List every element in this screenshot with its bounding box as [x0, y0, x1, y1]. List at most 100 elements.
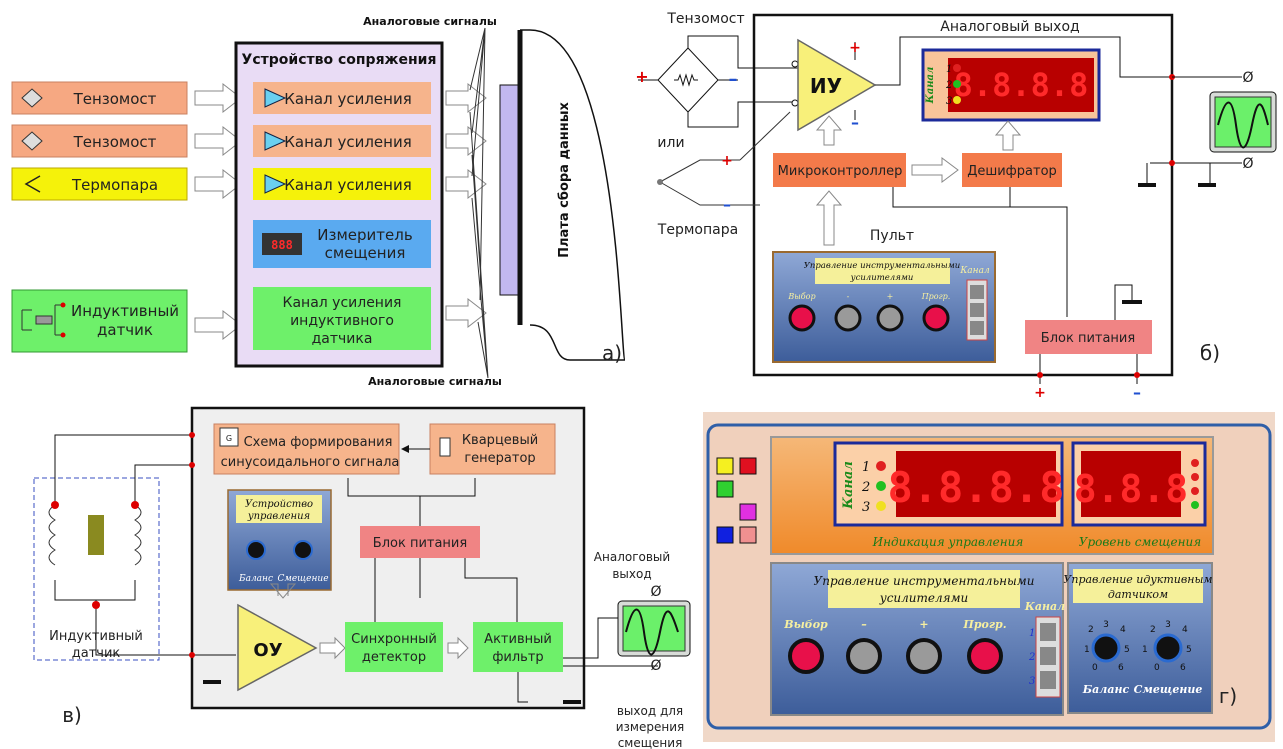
active-filter: [473, 622, 563, 672]
ground-icon: [1138, 183, 1156, 187]
hollow-arrow: [815, 115, 843, 146]
bridge-wires: [638, 35, 798, 128]
balance-knob[interactable]: [246, 540, 266, 560]
output-wire: [875, 36, 1180, 86]
channel-num: 3: [1029, 676, 1035, 687]
or-label: или: [657, 135, 684, 151]
terminal-dot: [60, 302, 66, 308]
coil-icon: [134, 504, 142, 566]
sensor-wires: [54, 434, 236, 656]
status-square: [739, 503, 757, 521]
channel-num: 2: [861, 480, 870, 495]
program-button[interactable]: [922, 304, 950, 332]
core-icon: [88, 515, 104, 555]
panel-g: 8.8.8.8 Канал 1 2 3 Индикация управления…: [703, 412, 1275, 742]
terminal-dot: [189, 432, 195, 438]
status-square: [716, 526, 734, 544]
power-label: Блок питания: [373, 536, 467, 551]
channel-key[interactable]: [1040, 671, 1056, 689]
hollow-arrow: [445, 125, 487, 157]
terminal-dot: [131, 501, 139, 509]
console-title: усилителями: [850, 273, 914, 283]
minus-button[interactable]: [834, 304, 862, 332]
meter-display-icon: [262, 233, 302, 255]
channel-key[interactable]: [970, 303, 984, 317]
channel-key[interactable]: [970, 321, 984, 335]
control-title: Устройство: [245, 499, 313, 510]
channel-num: 2: [945, 80, 952, 91]
sine-icon: [219, 427, 239, 447]
svg-text:4: 4: [1182, 625, 1188, 635]
channel-led: [953, 80, 961, 88]
bias-led: [1191, 501, 1199, 509]
daq-outline: [520, 29, 626, 361]
leader-lines: [469, 27, 486, 301]
minus-button[interactable]: [846, 638, 882, 674]
terminal-dot: [1037, 372, 1043, 378]
terminal-dot: [51, 501, 59, 509]
svg-text:6: 6: [1180, 663, 1186, 673]
svg-text:2: 2: [1150, 625, 1156, 635]
bias-out-label: измерения: [616, 720, 684, 734]
power-ground-wire: [1114, 284, 1133, 320]
seven-seg-display: [896, 451, 1056, 517]
control-title: управления: [247, 511, 310, 522]
terminal-dot: [189, 462, 195, 468]
terminal-dot: [92, 601, 100, 609]
sensor-thermo: [11, 167, 188, 201]
minus-sign: –: [851, 113, 859, 132]
bias-led: [1191, 459, 1199, 467]
bias-knob[interactable]: [1153, 633, 1183, 663]
channel-key[interactable]: [1040, 647, 1056, 665]
power-label: Блок питания: [1041, 331, 1135, 346]
channel-num: 3: [946, 96, 952, 107]
terminal-symbol: Ø: [650, 584, 661, 600]
bias-out-label: смещения: [618, 736, 683, 749]
terminal-symbol: Ø: [650, 658, 661, 674]
power-wires: [347, 478, 518, 623]
decoder-block: [962, 153, 1062, 187]
channel-key[interactable]: [1040, 623, 1056, 641]
input-node: [791, 60, 799, 68]
bias-knob[interactable]: [293, 540, 313, 560]
select-button[interactable]: [788, 304, 816, 332]
button-label: +: [919, 618, 928, 631]
select-button[interactable]: [788, 638, 824, 674]
bias-digits: 8.8.8: [1074, 467, 1188, 511]
minus-sign: –: [729, 69, 738, 90]
op-amp: [237, 603, 318, 692]
bias-level-label: Уровень смещения: [1079, 535, 1201, 549]
program-button[interactable]: [967, 638, 1003, 674]
daq-board: [499, 84, 521, 296]
sensor-label: Термопара: [71, 176, 158, 194]
plus-button[interactable]: [876, 304, 904, 332]
hollow-arrow: [445, 168, 487, 200]
analog-out-label: Аналоговый выход: [940, 19, 1079, 35]
channel-label: Канал усиления: [284, 90, 411, 108]
filter-label: Активный: [484, 632, 552, 647]
amplifier-icon: [264, 88, 287, 194]
terminal-dot: [1134, 372, 1140, 378]
balance-knob[interactable]: [1091, 633, 1121, 663]
hollow-arrow: [194, 168, 242, 200]
console-title: Управление инструментальными: [804, 261, 960, 271]
svg-text:1: 1: [1142, 645, 1148, 655]
channel-num: 1: [862, 460, 870, 475]
sine-block-label: синусоидального сигнала: [221, 455, 400, 470]
panel-b: Тензомост + – или + – Термопара ИУ + – А…: [635, 11, 1277, 402]
console-title-box: [815, 258, 950, 284]
bridge-icon: [21, 131, 43, 151]
resistor-icon: [674, 73, 698, 87]
microcontroller-block: [773, 153, 906, 187]
plus-button[interactable]: [906, 638, 942, 674]
plus-sign: +: [1034, 385, 1046, 401]
terminal-dot: [189, 652, 195, 658]
channel-key[interactable]: [970, 285, 984, 299]
knob-label: Баланс: [1082, 683, 1130, 696]
ground-wires: [1150, 162, 1242, 183]
mcu-label: Микроконтроллер: [778, 164, 903, 179]
supply-leads: [1039, 354, 1138, 384]
thermocouple-wires: [659, 111, 791, 206]
